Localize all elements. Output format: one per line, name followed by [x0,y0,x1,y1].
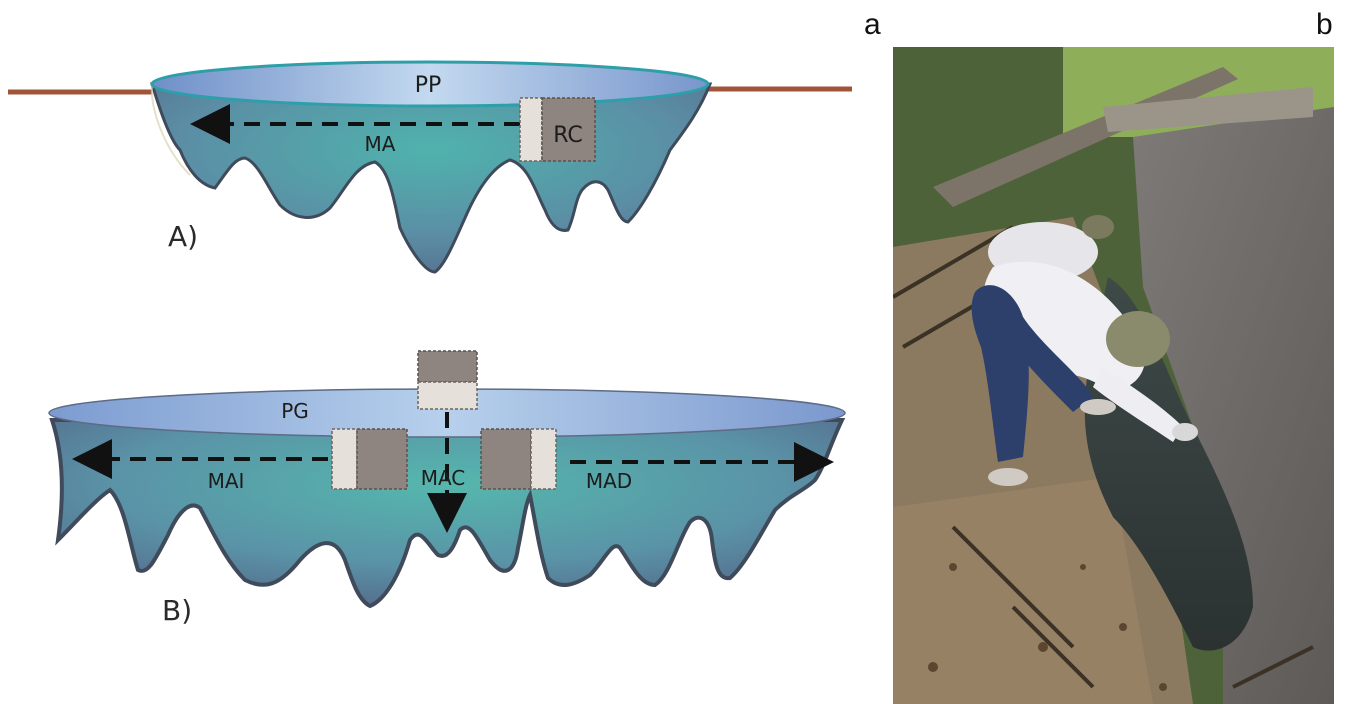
pool-label-pp: PP [415,73,442,98]
panel-label-b: B) [162,594,192,627]
panel-label-a: A) [168,220,198,253]
panel-letter-a: a [864,8,881,41]
photo-person-jeans [971,285,1029,462]
sampling-box-right-dark [480,428,532,490]
panel-letter-b: b [1316,8,1333,41]
photo-person-arm [1093,367,1183,442]
sampling-box-right-light [530,428,557,490]
photo-person-shoe-2 [1080,399,1116,415]
sampling-box-left-dark [356,428,408,490]
sinkhole-rim-a [150,83,191,176]
zone-label-mai: MAI [208,469,245,493]
pool-surface-a [150,60,710,108]
box-label-rc: RC [553,123,583,148]
photo-fallen-log-2 [1103,87,1313,132]
sampling-box-top-dark [417,350,478,383]
sampling-box-top-light [417,381,478,410]
sampling-box-rc [541,97,596,162]
zone-label-ma: MA [365,132,396,156]
photo-person-shoe-1 [988,468,1028,486]
field-sampling-photo [893,47,1334,704]
panel-b: PG MAI MAC MAD B) [48,350,846,627]
panel-a: PP MA RC A) [8,60,852,274]
photo-branches [893,225,1314,689]
photo-person-hat [1106,311,1170,367]
photo-rock-wall [1133,107,1334,704]
pool-label-pg: PG [281,399,309,423]
zone-label-mad: MAD [586,469,632,493]
photo-person-jeans-2 [1018,317,1093,412]
sampling-box-left-light [331,428,358,490]
sinkhole-body-a [149,82,713,274]
sampling-box-light-a [519,97,543,162]
photo-sample-bottle [1172,423,1198,441]
zone-label-mac: MAC [421,466,466,490]
photo-person-back-head [1082,215,1114,239]
sinkhole-diagram: PP MA RC A) PG MAI MAC MAD B) [8,60,852,627]
photo-leaf-litter [928,563,1167,691]
